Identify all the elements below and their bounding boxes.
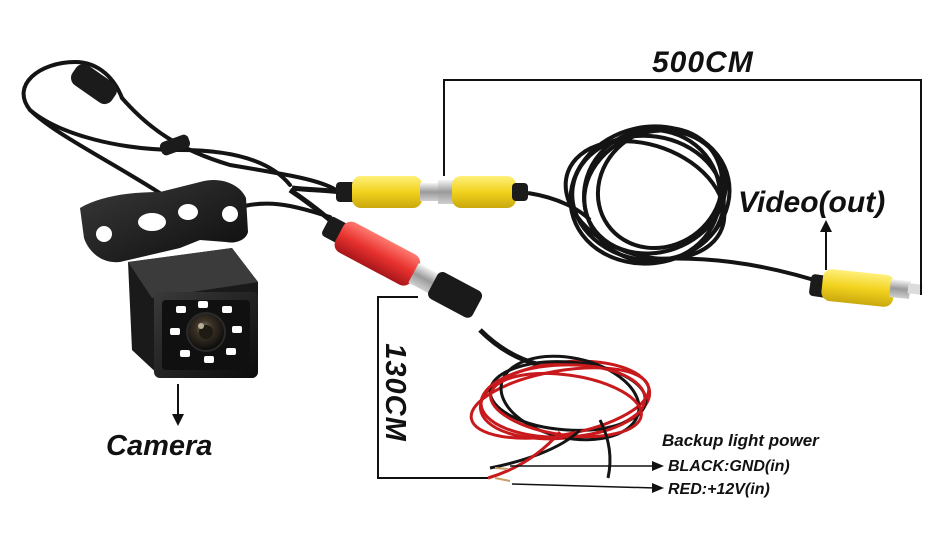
camera-bracket [80, 179, 248, 263]
rca-connector-power [321, 216, 483, 318]
rca-connector-video-out-near [438, 176, 528, 208]
arrow-black-wire [510, 461, 664, 471]
length-label-500cm: 500CM [652, 46, 754, 79]
red-wire-label: RED:+12V(in) [668, 481, 770, 498]
arrow-red-wire [511, 483, 664, 493]
arrow-to-camera [172, 384, 184, 426]
rca-connector-video-in [336, 176, 442, 208]
power-wire-coil [469, 328, 652, 480]
length-label-130cm: 130CM [378, 343, 411, 442]
video-out-label: Video(out) [738, 186, 886, 219]
arrow-to-video-out [820, 220, 832, 270]
camera [128, 248, 258, 378]
red-wire-lead [494, 477, 511, 482]
dimension-bracket-130cm [377, 296, 488, 479]
black-wire-label: BLACK:GND(in) [668, 458, 790, 475]
dimension-bracket-500cm [443, 79, 922, 295]
camera-label: Camera [106, 430, 213, 462]
black-wire-lead [494, 467, 509, 470]
backup-power-label: Backup light power [662, 431, 819, 450]
rca-connector-video-out [809, 269, 923, 307]
cable-splitter [70, 63, 191, 156]
led-ring [170, 301, 242, 363]
red-rca-lead [288, 187, 332, 222]
video-cable-coil [527, 124, 831, 287]
